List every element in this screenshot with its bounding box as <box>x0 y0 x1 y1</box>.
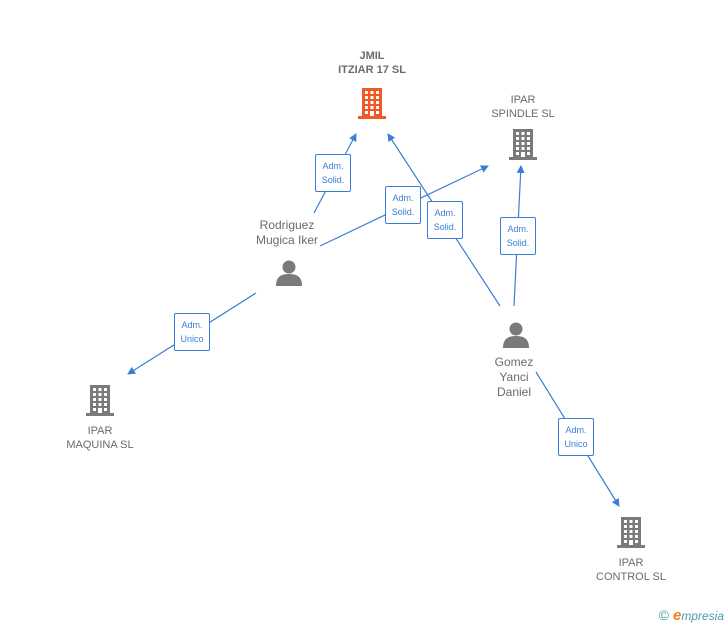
edge-label: Adm. Solid. <box>427 201 463 239</box>
building-icon[interactable] <box>507 127 539 166</box>
building-icon[interactable] <box>615 515 647 554</box>
company-label-maquina[interactable]: IPAR MAQUINA SL <box>66 425 134 451</box>
person-icon[interactable] <box>274 258 304 293</box>
building-icon[interactable] <box>356 86 388 125</box>
person-icon[interactable] <box>501 320 531 355</box>
edge-label: Adm. Solid. <box>385 186 421 224</box>
building-icon[interactable] <box>84 383 116 422</box>
edge-label: Adm. Unico <box>558 418 594 456</box>
person-label-gomez[interactable]: Gomez Yanci Daniel <box>494 355 534 399</box>
person-label-rodriguez[interactable]: Rodriguez Mugica Iker <box>255 218 319 247</box>
edge-label: Adm. Solid. <box>315 154 351 192</box>
edge-label: Adm. Unico <box>174 313 210 351</box>
company-label-control[interactable]: IPAR CONTROL SL <box>596 557 666 583</box>
brand-logo: ©empresia <box>658 607 724 624</box>
company-label-jmil[interactable]: JMIL ITZIAR 17 SL <box>338 50 406 76</box>
edge-label: Adm. Solid. <box>500 217 536 255</box>
company-label-spindle[interactable]: IPAR SPINDLE SL <box>491 94 555 120</box>
